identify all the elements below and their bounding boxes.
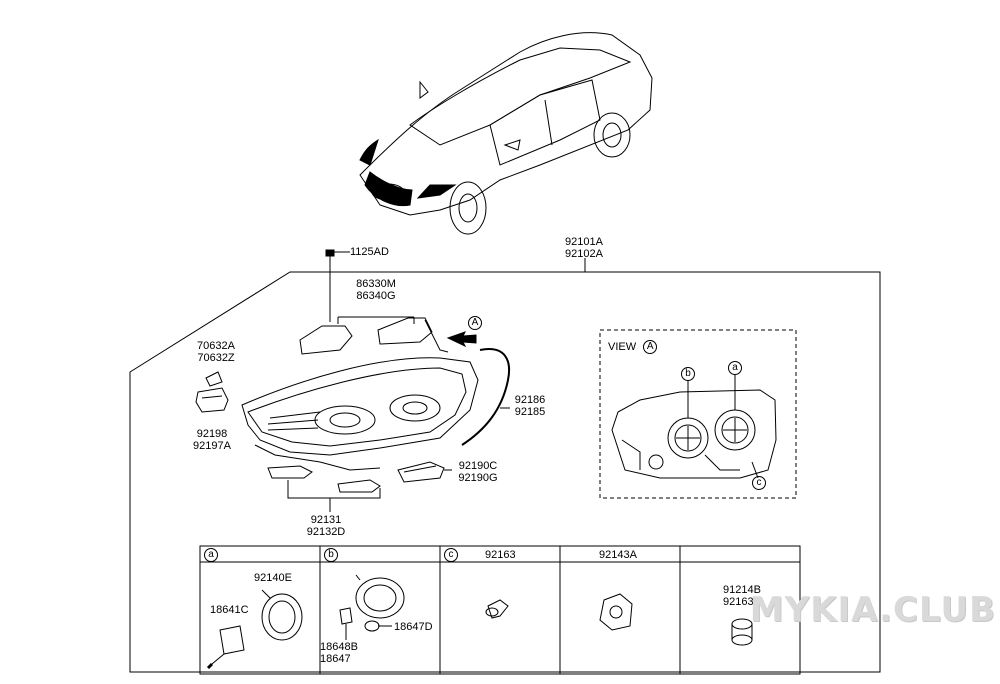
socket-cap-icon (355, 574, 405, 619)
small-bulb-right-label: 18647D (394, 621, 433, 633)
cap-label: 92140E (254, 572, 292, 584)
car-illustration (359, 32, 653, 235)
view-marker-c: c (752, 476, 766, 490)
lower-bracket-icon (267, 465, 381, 512)
sleeve-icon (731, 618, 753, 646)
small-bulb-icon (339, 607, 392, 640)
grommet-icon (485, 599, 509, 619)
right-bracket-icon (397, 461, 452, 483)
view-arrow-icon (446, 331, 477, 348)
assembly-frame (129, 271, 881, 673)
dust-cap-icon (261, 589, 303, 641)
table-header-a: a (204, 548, 218, 562)
bulb-icon (206, 625, 245, 670)
table-header-c: c (444, 548, 458, 562)
bolt-icon (325, 249, 350, 322)
parts-table-grid (199, 545, 801, 675)
rear-view-illustration (611, 375, 777, 479)
watermark: MYKIA.CLUB (749, 590, 996, 630)
view-a-title: VIEW A (608, 340, 658, 354)
bulb-label: 18641C (210, 604, 249, 616)
table-header-d-text: 92143A (599, 549, 637, 561)
actuator-icon (599, 593, 633, 631)
seal-strip (461, 348, 510, 446)
clip-icon (195, 371, 229, 413)
view-marker-b: b (681, 367, 695, 381)
table-header-c-text: 92163 (485, 549, 516, 561)
table-header-b: b (324, 548, 338, 562)
headlamp-assembly (241, 357, 479, 471)
view-marker-a: a (728, 361, 742, 375)
bracket-icon (299, 316, 449, 355)
view-a-marker: A (468, 316, 482, 330)
bolt-label: 1125AD (350, 246, 389, 258)
view-a-box (599, 329, 797, 499)
